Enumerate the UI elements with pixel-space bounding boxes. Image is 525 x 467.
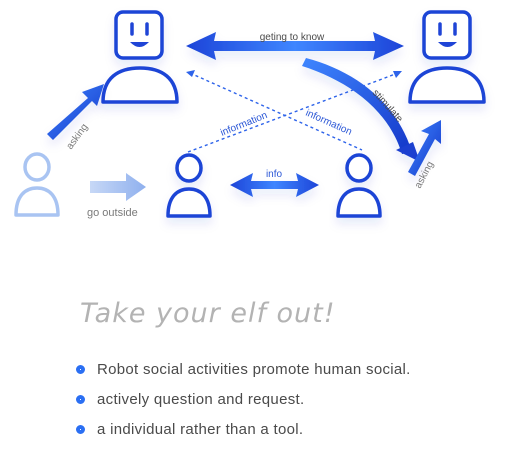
bullet-dot-icon: [76, 394, 85, 404]
robot-figure-right: [408, 10, 486, 104]
robot-figure-left: [101, 10, 179, 104]
info-label: info: [266, 169, 283, 180]
go-outside-label: go outside: [87, 207, 138, 219]
robot-face-left: [130, 22, 149, 47]
human-figure-right: [336, 153, 382, 218]
information-link-left: [187, 71, 402, 153]
asking-arrow-right: [408, 120, 441, 176]
human-figure-middle: [166, 153, 212, 218]
bullet-text: actively question and request.: [97, 390, 305, 408]
information-link-right: [186, 70, 363, 151]
asking-arrow-left: [47, 84, 104, 140]
asking-label-left: asking: [65, 122, 91, 152]
getting-to-know-arrow: [186, 32, 404, 60]
bullet-item: Robot social activities promote human so…: [76, 354, 411, 384]
bullet-text: Robot social activities promote human so…: [97, 360, 411, 378]
robot-face-right: [438, 22, 457, 47]
tagline: Take your elf out!: [80, 298, 336, 329]
bullet-item: a individual rather than a tool.: [76, 414, 411, 444]
info-arrow: [230, 173, 319, 197]
bullet-dot-icon: [76, 424, 85, 434]
bullet-item: actively question and request.: [76, 384, 411, 414]
getting-to-know-label: geting to know: [260, 32, 325, 43]
stimulate-arrow: [302, 58, 420, 162]
bullet-dot-icon: [76, 364, 85, 374]
go-outside-arrow: [90, 173, 146, 201]
bullet-text: a individual rather than a tool.: [97, 420, 304, 438]
bullet-list: Robot social activities promote human so…: [76, 354, 411, 444]
information-label-right: information: [304, 108, 354, 138]
human-figure-faded: [14, 152, 60, 217]
